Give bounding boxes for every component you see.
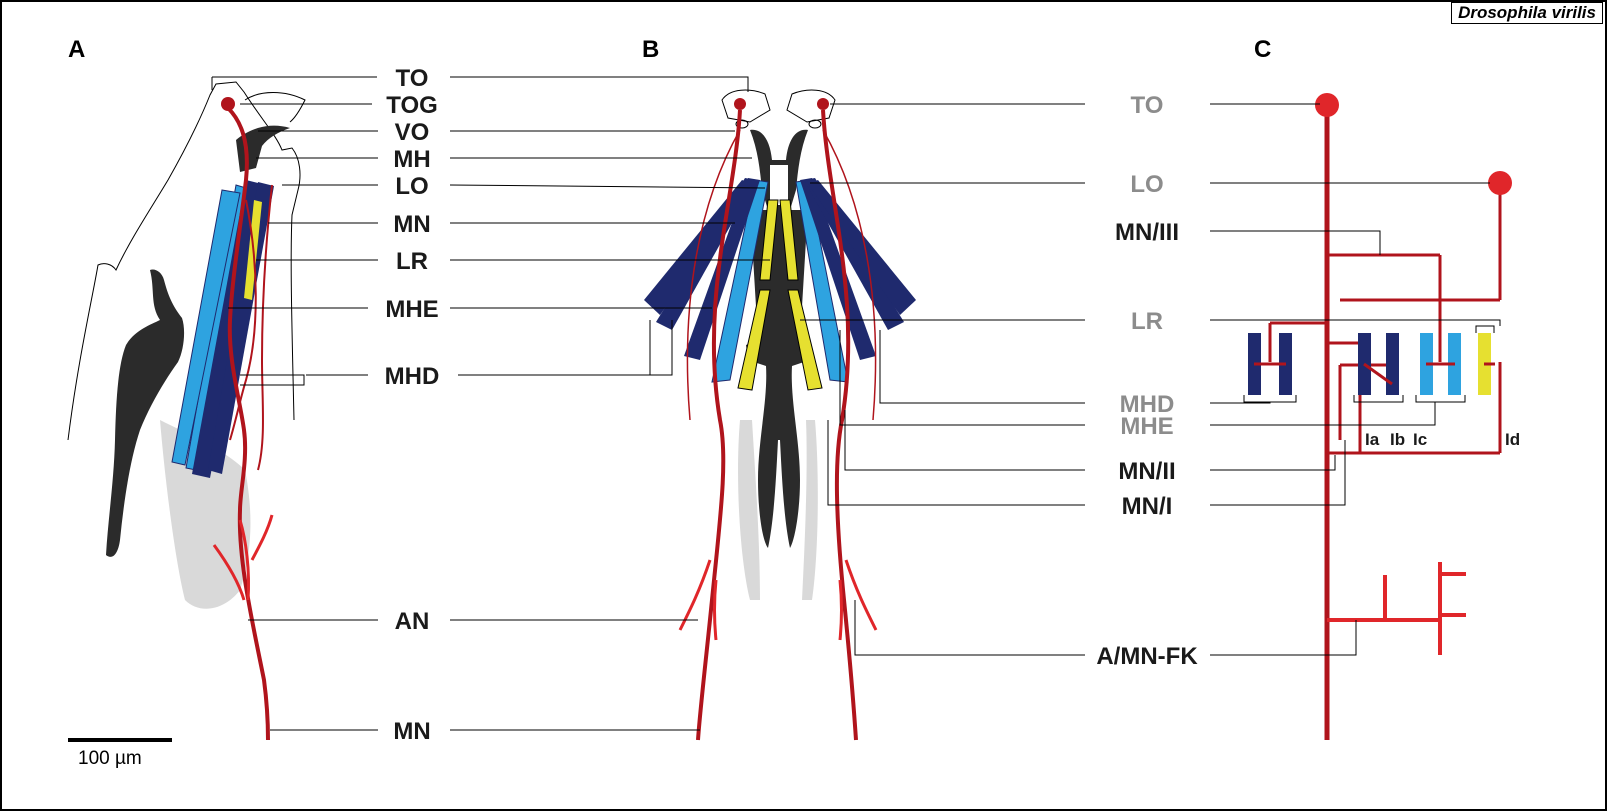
label-right-mn2: MN/II: [1118, 458, 1175, 485]
panel-b-label: B: [642, 36, 659, 64]
ak-branch: [1327, 562, 1466, 655]
panel-a-drawing: [68, 82, 305, 740]
label-right-mhe: MHE: [1120, 413, 1173, 440]
muscles-a: [172, 180, 274, 478]
label-id: Id: [1505, 430, 1520, 449]
label-right-amnfk: A/MN-FK: [1096, 643, 1198, 670]
panel-c-label: C: [1254, 36, 1271, 64]
label-right-mn3: MN/III: [1115, 219, 1179, 246]
label-mhd: MHD: [385, 363, 440, 390]
label-mh: MH: [393, 146, 430, 173]
label-to: TO: [396, 65, 429, 92]
label-lr: LR: [396, 248, 428, 275]
scale-bar-label: 100 µm: [78, 748, 142, 770]
label-right-lr: LR: [1131, 308, 1163, 335]
panel-a-label: A: [68, 36, 85, 64]
panel-c-schematic: [1244, 93, 1512, 740]
to-node: [1315, 93, 1339, 117]
label-right-lo: LO: [1130, 171, 1163, 198]
species-label: Drosophila virilis: [1451, 2, 1603, 24]
lo-node: [1488, 171, 1512, 195]
label-right-to: TO: [1131, 92, 1164, 119]
label-mn-bottom: MN: [393, 718, 430, 745]
label-right-mn1: MN/I: [1122, 493, 1173, 520]
label-lo: LO: [395, 173, 428, 200]
label-ic: Ic: [1413, 430, 1427, 449]
right-labels: TO LO MN/III LR MHD MHE MN/II MN/I A/MN-…: [1096, 92, 1198, 670]
center-labels: TO TOG VO MH LO MN LR MHE MHD AN MN: [385, 65, 440, 745]
label-vo: VO: [395, 119, 430, 146]
label-ib: Ib: [1390, 430, 1405, 449]
label-tog: TOG: [386, 92, 438, 119]
nerve-labels: Ia Ib Ic Id: [1365, 430, 1520, 449]
tog-ganglion-a: [221, 97, 235, 111]
label-an: AN: [395, 608, 430, 635]
label-ia: Ia: [1365, 430, 1380, 449]
label-mn: MN: [393, 211, 430, 238]
label-mhe: MHE: [385, 296, 438, 323]
